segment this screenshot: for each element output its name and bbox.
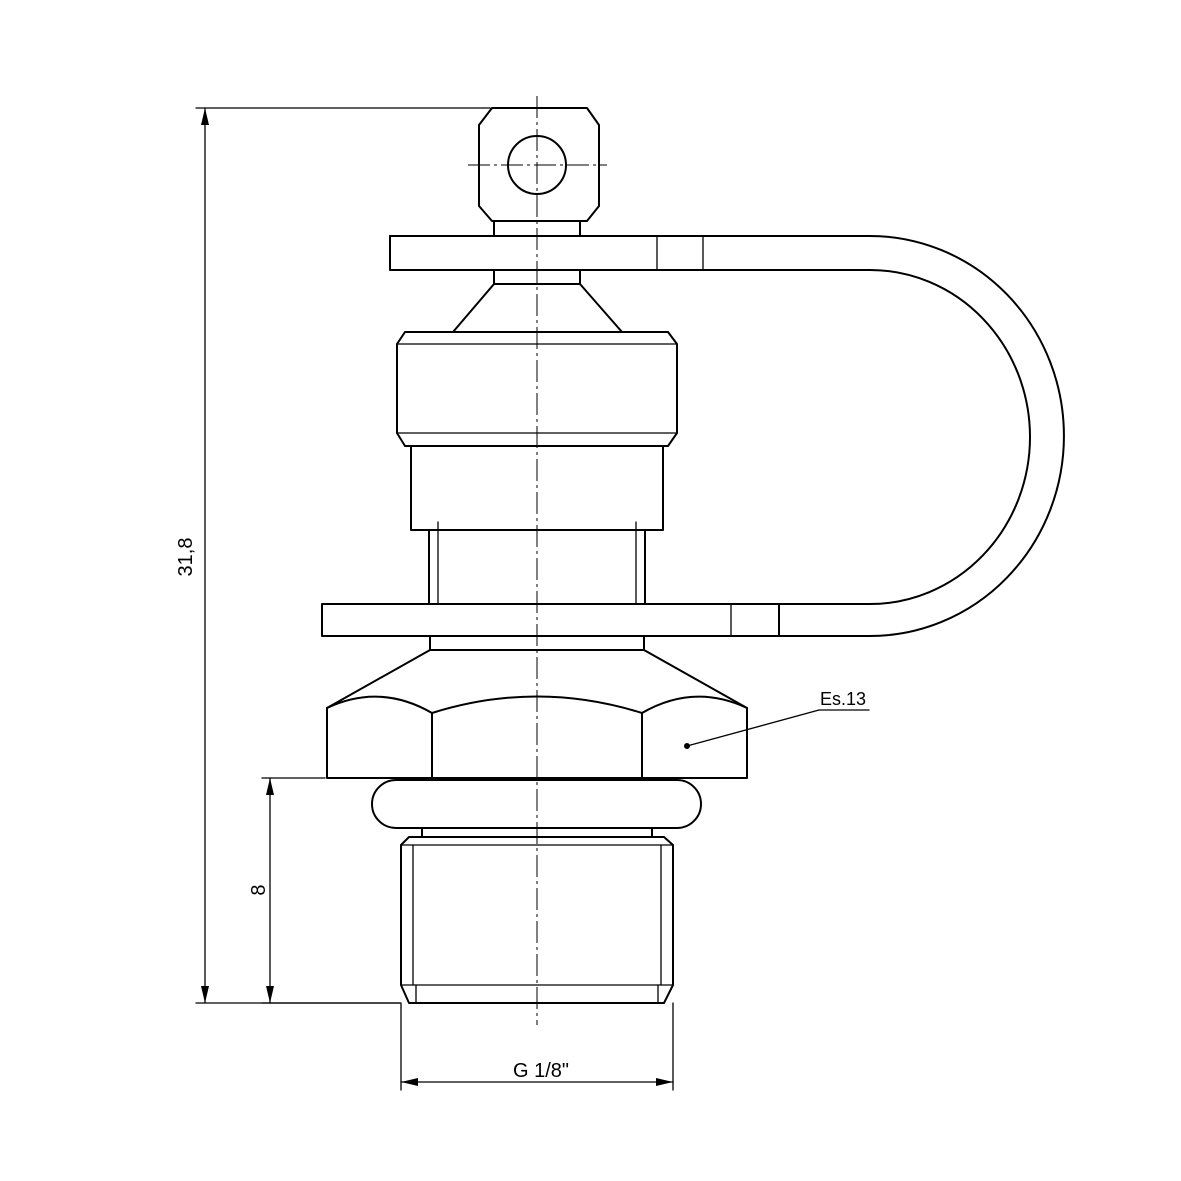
center-lines (468, 96, 607, 1025)
leader-hex-size: Es.13 (684, 689, 870, 749)
dimension-overall-height: 31,8 (175, 107, 491, 1004)
shaft (428, 521, 646, 605)
dimension-thread-length: 8 (248, 777, 401, 1004)
thread-length-label: 8 (248, 884, 270, 895)
thread-size-label: G 1/8" (513, 1060, 569, 1082)
dimension-thread-size: G 1/8" (400, 1002, 674, 1091)
top-eyelet (478, 107, 600, 237)
retaining-strap (321, 235, 1065, 637)
hex-size-label: Es.13 (820, 689, 866, 709)
overall-height-label: 31,8 (175, 538, 197, 577)
